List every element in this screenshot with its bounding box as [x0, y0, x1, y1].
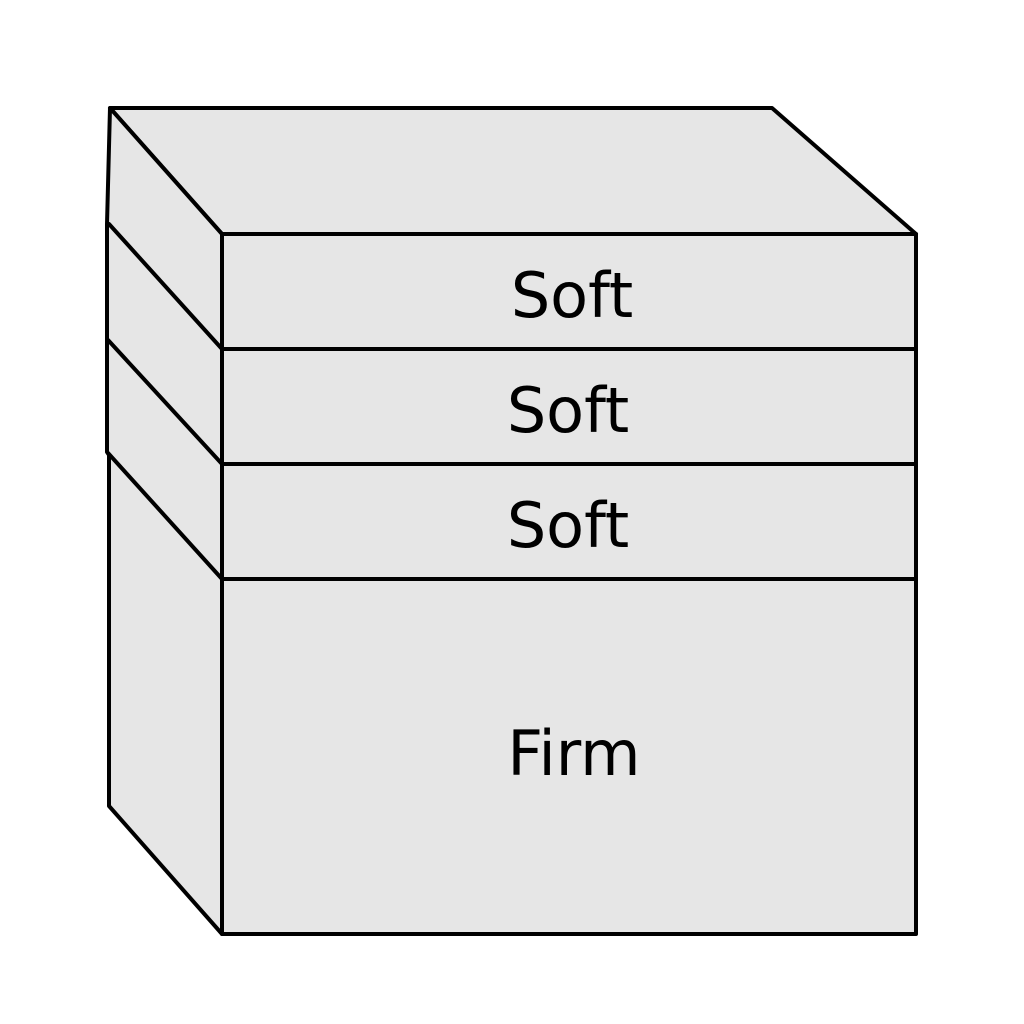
layer-label-3: Soft	[507, 489, 629, 562]
side-divider-1	[107, 222, 224, 351]
side-divider-2	[106, 338, 224, 466]
layer-label-2: Soft	[507, 374, 629, 447]
left-side-face	[105, 106, 224, 936]
side-divider-3	[106, 451, 224, 581]
front-face	[220, 232, 918, 936]
layer-label-1: Soft	[511, 259, 633, 332]
top-face	[108, 106, 918, 236]
layer-label-4: Firm	[507, 717, 640, 790]
